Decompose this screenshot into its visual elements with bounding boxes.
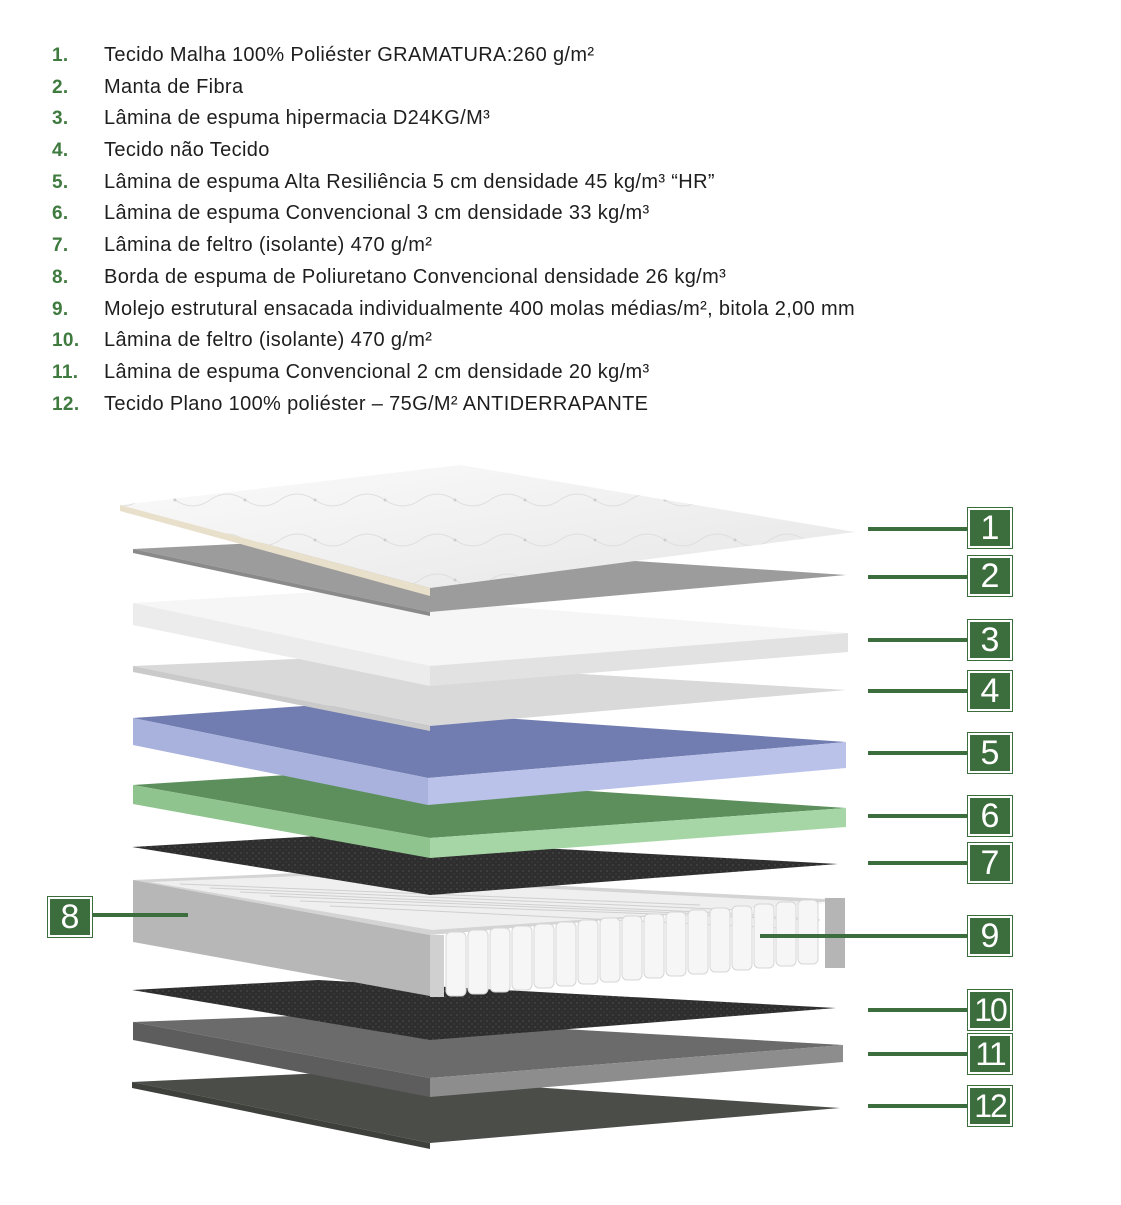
legend-number: 10.: [52, 330, 80, 352]
legend-item-1: 1. Tecido Malha 100% Poliéster GRAMATURA:…: [52, 40, 1092, 72]
layer-4-tnt: [133, 658, 846, 731]
layer-legend: 1. Tecido Malha 100% Poliéster GRAMATURA:…: [52, 40, 1092, 420]
layer-12-fabric: [132, 1073, 840, 1149]
legend-item-11: 11. Lâmina de espuma Convencional 2 cm de…: [52, 357, 1092, 389]
legend-number: 11.: [52, 361, 79, 383]
layer-7-felt: [132, 836, 838, 895]
legend-item-9: 9. Molejo estrutural ensacada individualm…: [52, 294, 1092, 326]
callout-lines: [88, 527, 968, 1108]
legend-number: 7.: [52, 235, 69, 257]
legend-number: 1.: [52, 45, 69, 66]
legend-text: Tecido não Tecido: [104, 139, 270, 162]
layer-1-knit-fabric: [120, 465, 855, 596]
callout-tag-9: 9: [968, 916, 1012, 956]
callout-tag-11: 11: [968, 1034, 1012, 1074]
legend-number: 5.: [52, 171, 69, 193]
legend-number: 3.: [52, 108, 69, 130]
callout-tag-7: 7: [968, 843, 1012, 883]
callout-tag-2: 2: [968, 556, 1012, 596]
legend-text: Manta de Fibra: [104, 75, 244, 98]
layer-10-felt: [132, 980, 836, 1040]
layer-11-foam: [133, 1015, 843, 1097]
legend-item-3: 3. Lâmina de espuma hipermacia D24KG/M³: [52, 103, 1092, 135]
legend-text: Lâmina de espuma Convencional 2 cm densi…: [104, 360, 650, 383]
legend-number: 12.: [52, 393, 80, 415]
foam-border-8: [133, 880, 430, 996]
callout-tag-6: 6: [968, 796, 1012, 836]
callout-tag-1: 1: [968, 508, 1012, 548]
callout-tag-8: 8: [48, 897, 92, 937]
layer-3-soft-foam: [133, 592, 848, 686]
legend-text: Borda de espuma de Poliuretano Convencio…: [104, 265, 727, 288]
legend-text: Tecido Plano 100% poliéster – 75G/M² ANT…: [104, 392, 649, 415]
legend-number: 8.: [52, 266, 69, 288]
legend-number: 2.: [52, 76, 69, 98]
pocket-springs-9: [445, 899, 819, 997]
callout-tag-4: 4: [968, 671, 1012, 711]
legend-item-5: 5. Lâmina de espuma Alta Resiliência 5 cm…: [52, 167, 1092, 199]
legend-text: Lâmina de espuma Convencional 3 cm densi…: [104, 202, 650, 225]
layer-6-green-foam: [133, 773, 846, 858]
legend-item-4: 4. Tecido não Tecido: [52, 135, 1092, 167]
legend-text: Lâmina de feltro (isolante) 470 g/m²: [104, 329, 433, 352]
layer-5-blue-foam: [133, 705, 846, 805]
legend-item-8: 8. Borda de espuma de Poliuretano Convenc…: [52, 262, 1092, 294]
legend-number: 6.: [52, 203, 69, 225]
callout-tag-12: 12: [968, 1086, 1012, 1126]
legend-text: Lâmina de espuma Alta Resiliência 5 cm d…: [104, 170, 715, 193]
callout-tag-10: 10: [968, 990, 1012, 1030]
legend-number: 4.: [52, 140, 69, 162]
mattress-layers-diagram: 1 2 3 4 5 6 7 8 9 10 11 12: [0, 440, 1121, 1200]
legend-text: Molejo estrutural ensacada individualmen…: [104, 297, 855, 320]
legend-item-2: 2. Manta de Fibra: [52, 72, 1092, 104]
legend-item-10: 10. Lâmina de feltro (isolante) 470 g/m²: [52, 325, 1092, 357]
callout-tag-3: 3: [968, 620, 1012, 660]
legend-text: Lâmina de espuma hipermacia D24KG/M³: [104, 107, 491, 130]
legend-item-7: 7. Lâmina de feltro (isolante) 470 g/m²: [52, 230, 1092, 262]
legend-number: 9.: [52, 298, 69, 320]
mattress-exploded-view: [88, 465, 968, 1149]
legend-item-6: 6. Lâmina de espuma Convencional 3 cm den…: [52, 198, 1092, 230]
spring-unit: [133, 873, 845, 997]
legend-item-12: 12. Tecido Plano 100% poliéster – 75G/M² …: [52, 389, 1092, 421]
callout-tag-5: 5: [968, 733, 1012, 773]
legend-text: Tecido Malha 100% Poliéster GRAMATURA:26…: [104, 44, 595, 66]
legend-text: Lâmina de feltro (isolante) 470 g/m²: [104, 234, 433, 257]
